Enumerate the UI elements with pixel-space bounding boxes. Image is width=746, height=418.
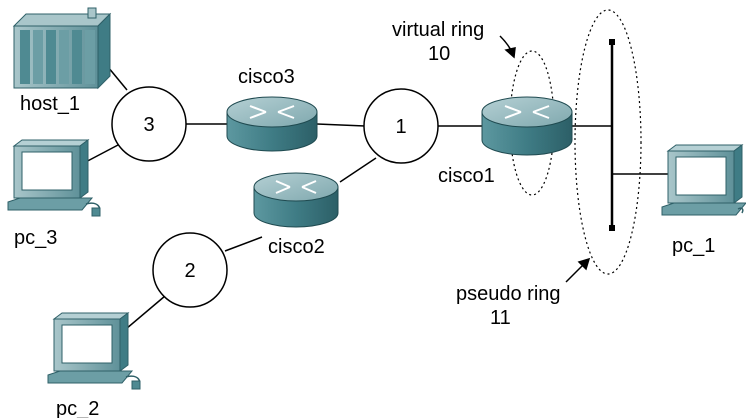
- virtual-ring-arrow-icon: [499, 35, 516, 59]
- label-cisco1: cisco1: [438, 165, 495, 187]
- mainframe-icon: [12, 7, 112, 90]
- label-cisco2: cisco2: [268, 236, 325, 258]
- label-pc-2: pc_2: [56, 398, 99, 418]
- link-cisco2-ring1: [339, 157, 377, 183]
- pc-1-icon: [661, 144, 746, 216]
- ring-1: 1: [363, 88, 439, 164]
- label-host-1: host_1: [20, 93, 80, 115]
- link-host1-ring3: [107, 66, 128, 91]
- ring-label: 1: [395, 116, 406, 138]
- router-cisco1: [481, 96, 573, 156]
- pc-2-icon: [47, 312, 141, 390]
- label-pc-1: pc_1: [672, 235, 715, 257]
- router-cisco2: [253, 172, 339, 228]
- label-pc-3: pc_3: [14, 227, 57, 249]
- bus-end-top: [609, 39, 615, 45]
- virtual-ring-title: virtual ring: [392, 19, 484, 41]
- router-cisco3: [226, 96, 318, 152]
- virtual-ring-number: 10: [428, 43, 450, 65]
- ring-2: 2: [152, 232, 228, 308]
- pc-3-icon: [7, 139, 101, 217]
- ring-label: 3: [143, 114, 154, 136]
- ring-3: 3: [111, 86, 187, 162]
- pseudo-ring-title: pseudo ring: [456, 283, 561, 305]
- router-arrows-icon: [275, 180, 317, 194]
- pseudo-ring-arrow-icon: [565, 257, 591, 283]
- router-arrows-icon: [249, 105, 295, 119]
- label-cisco3: cisco3: [238, 66, 295, 88]
- pseudo-ring-number: 11: [490, 307, 511, 329]
- pseudo-ring-ellipse: [574, 9, 642, 275]
- ring-label: 2: [184, 260, 195, 282]
- link-ring2-cisco2: [224, 236, 263, 252]
- router-arrows-icon: [504, 105, 550, 119]
- bus-end-bottom: [609, 225, 615, 231]
- link-cisco3-ring1: [316, 123, 366, 127]
